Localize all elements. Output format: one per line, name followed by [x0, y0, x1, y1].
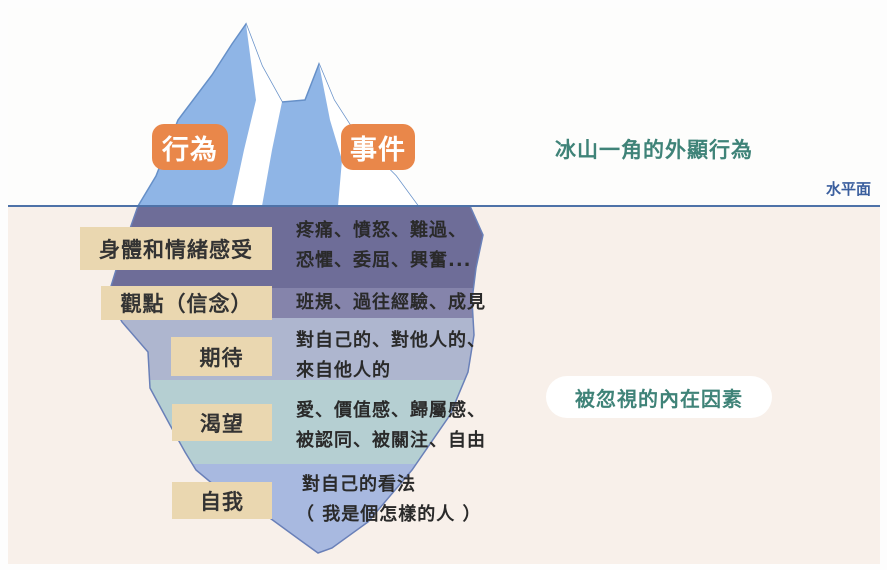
- layer-desc-feelings: 疼痛、憤怒、難過、 恐懼、委屈、興奮...: [296, 220, 472, 271]
- layer-label-expectations: 期待: [171, 337, 272, 376]
- layer-band-expectations: [108, 318, 483, 380]
- snow-highlight-2: [319, 64, 418, 206]
- layer-desc-yearnings: 愛、價值感、歸屬感、 被認同、被關注、自由: [296, 400, 486, 451]
- tag-behavior: 行為: [152, 124, 228, 170]
- sky-area: [8, 8, 880, 206]
- layer-desc-self: 對自己的看法 （ 我是個怎樣的人 ）: [296, 474, 482, 525]
- layer-label-self: 自我: [172, 482, 272, 519]
- layer-label-yearnings: 渴望: [172, 404, 272, 441]
- water-level-label: 水平面: [826, 180, 872, 198]
- snow-highlight: [232, 24, 282, 206]
- water-surface-line: [8, 205, 880, 207]
- tag-events: 事件: [341, 124, 415, 170]
- below-water-heading: 被忽視的內在因素: [546, 376, 772, 418]
- layer-label-feelings: 身體和情緒感受: [80, 227, 272, 270]
- layer-desc-expectations: 對自己的、對他人的、 來自他人的: [296, 330, 486, 381]
- layer-desc-views: 班規、過往經驗、成見: [296, 292, 486, 313]
- above-water-heading: 冰山一角的外顯行為: [555, 138, 753, 162]
- layer-label-views: 觀點（信念）: [101, 286, 272, 320]
